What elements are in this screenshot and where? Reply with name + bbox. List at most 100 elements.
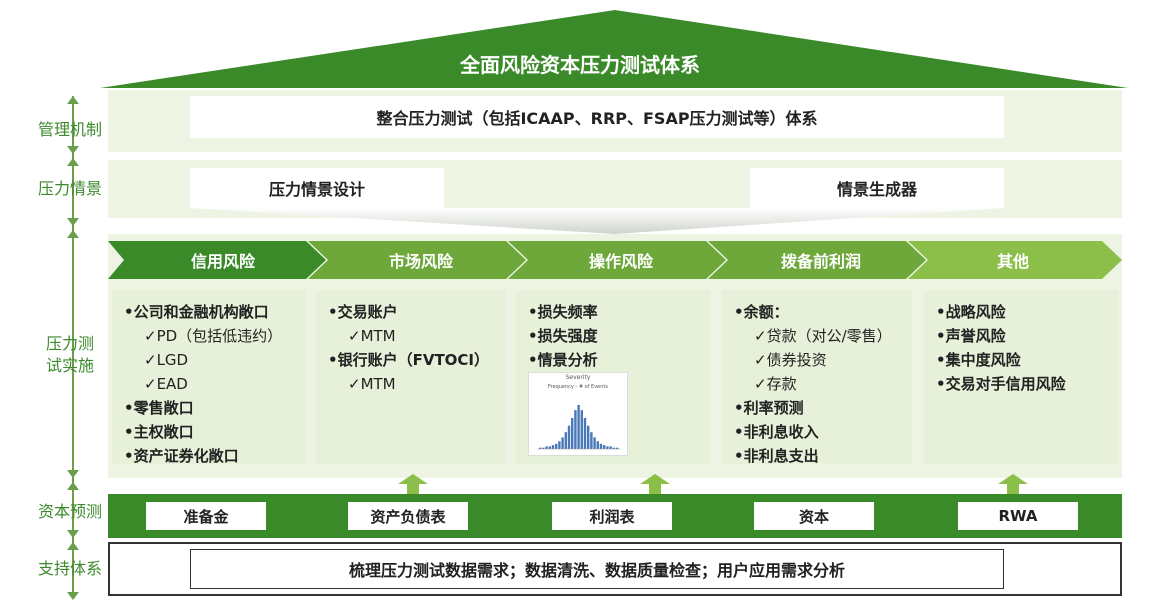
mini-chart-bar bbox=[583, 417, 587, 449]
mini-chart-bar bbox=[612, 447, 615, 449]
chevron-label-market: 市场风险 bbox=[388, 252, 453, 271]
chevron-operational bbox=[508, 241, 726, 279]
label-capital-forecast: 资本预测 bbox=[37, 502, 102, 521]
mini-chart-bar bbox=[539, 447, 542, 449]
arrow-down-icon bbox=[67, 592, 79, 600]
pppnr-sub-loans: ✓贷款（对公/零售） bbox=[754, 327, 892, 345]
arrow-up-icon bbox=[640, 474, 670, 494]
mini-chart-bar bbox=[596, 441, 599, 449]
credit-sub-ead: ✓EAD bbox=[144, 375, 188, 393]
capital-item-capital: 资本 bbox=[754, 502, 874, 530]
arrow-up-icon bbox=[398, 474, 428, 494]
mini-chart-bar bbox=[571, 417, 574, 449]
mini-chart-bar bbox=[542, 447, 545, 449]
pppnr-item-nonint-expense: •非利息支出 bbox=[734, 447, 819, 465]
capital-item-rwa: RWA bbox=[958, 502, 1078, 530]
other-item-strategic: •战略风险 bbox=[936, 303, 1006, 321]
mini-chart-bar bbox=[564, 432, 567, 449]
scenario-generator-box: 情景生成器 bbox=[750, 168, 1004, 208]
operational-item-severity: •损失强度 bbox=[528, 327, 598, 345]
mini-chart-bar bbox=[606, 446, 609, 449]
page-title: 全面风险资本压力测试体系 bbox=[460, 53, 700, 77]
operational-item-scenario: •情景分析 bbox=[528, 351, 598, 369]
mini-chart-bar bbox=[609, 446, 612, 449]
mini-chart-bar bbox=[548, 446, 551, 449]
arrow-up-icon bbox=[67, 158, 79, 166]
column-market: •交易账户 ✓MTM •银行账户（FVTOCI） ✓MTM bbox=[316, 290, 506, 464]
label-implementation-line1: 压力测 bbox=[45, 334, 94, 353]
pppnr-item-rate: •利率预测 bbox=[734, 399, 804, 417]
label-support: 支持体系 bbox=[37, 559, 102, 578]
chevron-label-operational: 操作风险 bbox=[588, 252, 653, 271]
mini-chart-bar bbox=[567, 425, 571, 449]
mini-chart-bar bbox=[603, 445, 606, 449]
funnel-shape bbox=[190, 208, 1004, 234]
mini-chart-title: Severity bbox=[565, 374, 591, 381]
mini-chart-bar bbox=[555, 443, 558, 449]
other-item-counterparty: •交易对手信用风险 bbox=[936, 375, 1066, 393]
mini-chart-bar bbox=[590, 432, 593, 449]
credit-item-corporate: •公司和金融机构敞口 bbox=[124, 303, 269, 321]
arrow-up-icon bbox=[67, 96, 79, 104]
arrow-up-icon bbox=[67, 542, 79, 550]
arrow-down-icon bbox=[67, 470, 79, 478]
mini-chart-bar bbox=[615, 447, 619, 449]
arrow-up-icon bbox=[67, 230, 79, 238]
chevron-label-credit: 信用风险 bbox=[190, 252, 255, 271]
capital-item-reserve: 准备金 bbox=[146, 502, 266, 530]
other-item-concentration: •集中度风险 bbox=[936, 351, 1021, 369]
operational-item-frequency: •损失频率 bbox=[528, 303, 598, 321]
mini-chart-bar bbox=[558, 441, 561, 449]
mini-chart-bar bbox=[561, 437, 564, 449]
arrow-down-icon bbox=[67, 218, 79, 226]
label-implementation-line2: 试实施 bbox=[45, 356, 94, 375]
credit-item-sovereign: •主权敞口 bbox=[124, 423, 194, 441]
label-scenario: 压力情景 bbox=[37, 179, 102, 198]
mini-chart-bar bbox=[577, 405, 580, 449]
other-item-reputation: •声誉风险 bbox=[936, 327, 1006, 345]
credit-sub-lgd: ✓LGD bbox=[144, 351, 189, 369]
mini-chart-bar bbox=[545, 446, 548, 449]
mini-chart-bar bbox=[551, 445, 555, 449]
mini-chart-bar bbox=[587, 425, 590, 449]
pppnr-item-balance: •余额： bbox=[734, 303, 789, 321]
market-item-trading: •交易账户 bbox=[328, 303, 398, 321]
column-pppnr: •余额： ✓贷款（对公/零售） ✓债券投资 ✓存款 •利率预测 •非利息收入 •… bbox=[722, 290, 912, 465]
arrow-down-icon bbox=[67, 146, 79, 154]
capital-item-income-statement: 利润表 bbox=[552, 502, 672, 530]
mini-chart: Severity Frequency - # of Events bbox=[528, 372, 628, 456]
column-credit: •公司和金融机构敞口 ✓PD（包括低违约） ✓LGD ✓EAD •零售敞口 •主… bbox=[112, 290, 306, 465]
mini-chart-bar bbox=[574, 410, 577, 449]
label-implementation: 压力测 试实施 bbox=[30, 330, 110, 380]
credit-sub-pd: ✓PD（包括低违约） bbox=[144, 327, 283, 345]
chevron-market bbox=[308, 241, 526, 279]
market-sub-mtm-1: ✓MTM bbox=[348, 327, 396, 345]
credit-item-retail: •零售敞口 bbox=[124, 399, 194, 417]
chevron-credit bbox=[108, 241, 326, 279]
roof-triangle bbox=[100, 10, 1128, 88]
arrow-up-icon bbox=[998, 474, 1028, 494]
pppnr-sub-bonds: ✓债券投资 bbox=[754, 351, 827, 369]
mini-chart-bars bbox=[537, 405, 621, 450]
chevron-label-pppnr: 拨备前利润 bbox=[780, 252, 861, 271]
credit-item-securitization: •资产证券化敞口 bbox=[124, 447, 239, 465]
capital-item-balance-sheet: 资产负债表 bbox=[348, 502, 468, 530]
arrow-up-icon bbox=[67, 482, 79, 490]
scenario-design-box: 压力情景设计 bbox=[190, 168, 444, 208]
mini-chart-subtitle: Frequency - # of Events bbox=[548, 384, 608, 390]
left-axis bbox=[72, 96, 74, 596]
chevron-row bbox=[108, 241, 1122, 279]
management-box: 整合压力测试（包括ICAAP、RRP、FSAP压力测试等）体系 bbox=[190, 96, 1004, 138]
label-management: 管理机制 bbox=[37, 120, 102, 139]
pppnr-sub-deposits: ✓存款 bbox=[754, 375, 797, 393]
mini-chart-bar bbox=[599, 443, 603, 449]
support-box: 梳理压力测试数据需求；数据清洗、数据质量检查；用户应用需求分析 bbox=[190, 549, 1004, 589]
market-item-banking: •银行账户（FVTOCI） bbox=[328, 351, 490, 369]
pppnr-item-nonint-income: •非利息收入 bbox=[734, 423, 819, 441]
chevron-pppnr bbox=[708, 241, 926, 279]
chevron-label-other: 其他 bbox=[996, 252, 1029, 271]
chevron-other bbox=[908, 241, 1122, 279]
market-sub-mtm-2: ✓MTM bbox=[348, 375, 396, 393]
mini-chart-bar bbox=[580, 410, 583, 449]
arrow-down-icon bbox=[67, 530, 79, 538]
